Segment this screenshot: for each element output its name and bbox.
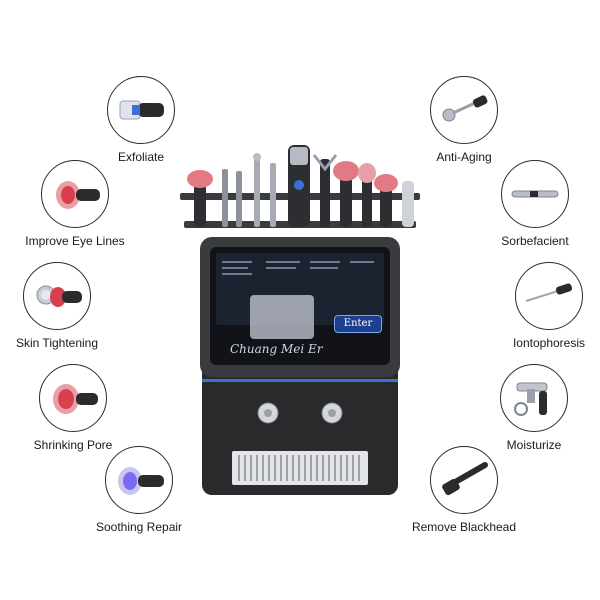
machine-illustration: [180, 145, 420, 495]
function-iontophoresis: Iontophoresis: [479, 262, 600, 350]
purple-light-probe-icon: [105, 446, 173, 514]
function-exfoliate: Exfoliate: [71, 76, 211, 164]
probe-rack: [180, 145, 420, 228]
brand-logo: Chuang Mei Er: [230, 342, 323, 356]
function-soothing-repair: Soothing Repair: [69, 446, 209, 534]
suction-probe-icon: [430, 446, 498, 514]
function-sorbefacient: Sorbefacient: [465, 160, 600, 248]
function-shrinking-pore: Shrinking Pore: [3, 364, 143, 452]
function-anti-aging: Anti-Aging: [394, 76, 534, 164]
function-label: Improve Eye Lines: [25, 234, 125, 248]
function-moisturize: Moisturize: [464, 364, 600, 452]
function-label: Soothing Repair: [95, 520, 183, 534]
needle-probe-icon: [515, 262, 583, 330]
pen-probe-icon: [501, 160, 569, 228]
function-skin-tightening: Skin Tightening: [0, 262, 127, 350]
blue-light-probe-icon: [107, 76, 175, 144]
function-label: Anti-Aging: [436, 150, 492, 164]
function-label: Sorbefacient: [501, 234, 569, 248]
cold-hammer-probe-icon: [39, 364, 107, 432]
function-improve-eye-lines: Improve Eye Lines: [5, 160, 145, 248]
function-label: Iontophoresis: [512, 336, 586, 350]
function-remove-blackhead: Remove Blackhead: [394, 446, 534, 534]
red-light-probe-icon: [41, 160, 109, 228]
beauty-machine: Enter Chuang Mei Er: [170, 145, 430, 505]
function-label: Remove Blackhead: [411, 520, 517, 534]
function-label: Exfoliate: [117, 150, 165, 164]
function-label: Shrinking Pore: [33, 438, 113, 452]
ball-probe-icon: [430, 76, 498, 144]
function-label: Skin Tightening: [15, 336, 99, 350]
function-label: Moisturize: [506, 438, 562, 452]
roller-probe-icon: [23, 262, 91, 330]
enter-button[interactable]: Enter: [334, 315, 382, 333]
spray-gun-icon: [500, 364, 568, 432]
